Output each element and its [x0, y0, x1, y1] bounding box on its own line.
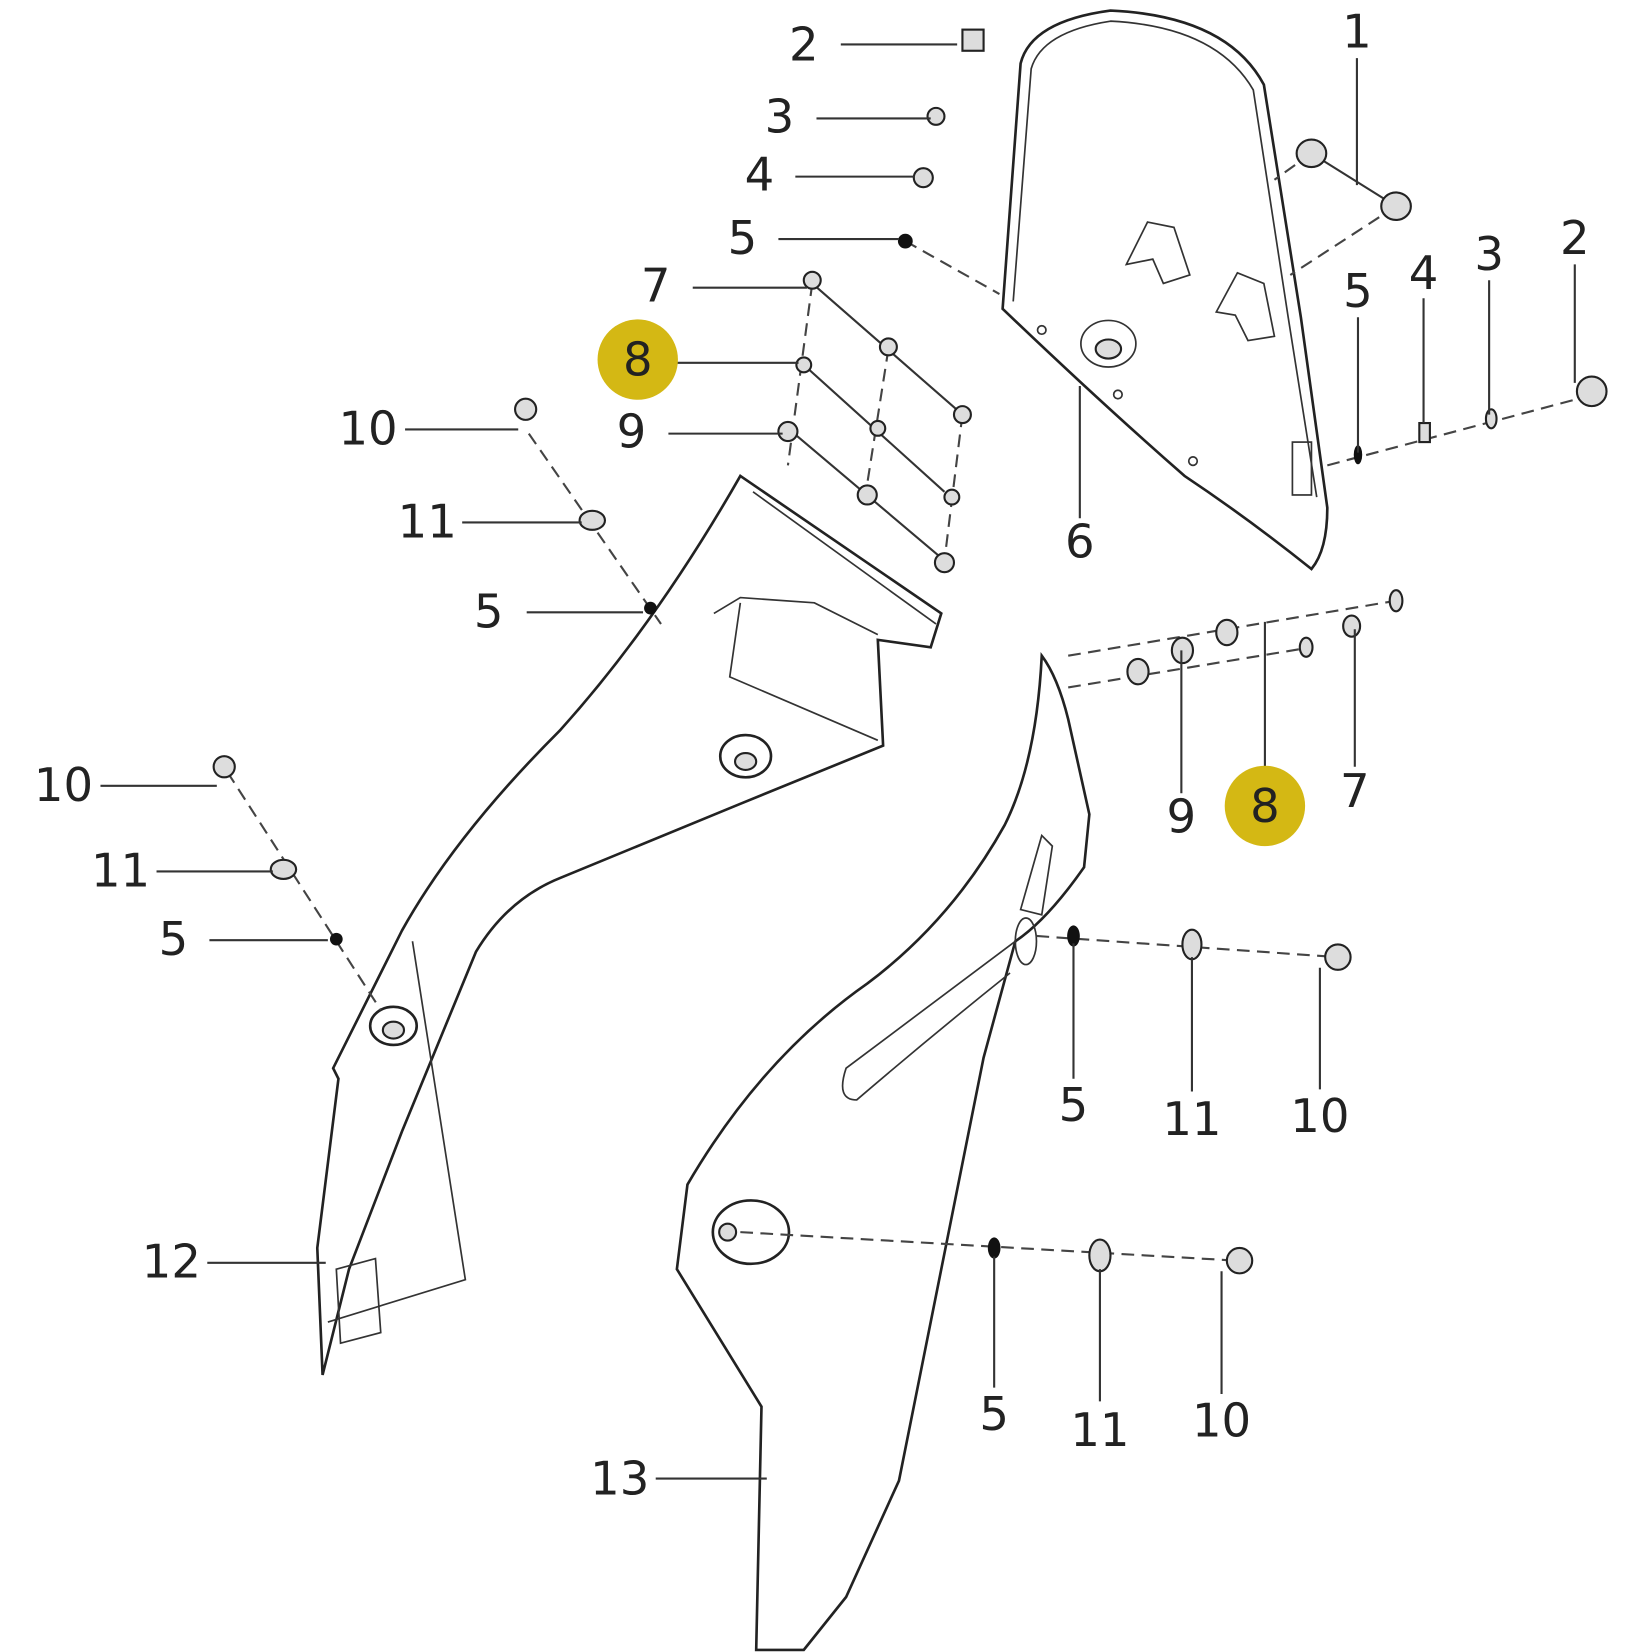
callout-10[interactable]: 10: [338, 401, 397, 455]
leader-lines: [100, 43, 1576, 1480]
highlight-marker: [597, 319, 678, 400]
callout-5[interactable]: 5: [1059, 1078, 1089, 1132]
callout-5[interactable]: 5: [979, 1387, 1009, 1441]
grommet-icon: [1295, 138, 1328, 169]
callout-7[interactable]: 7: [641, 259, 671, 313]
callout-6[interactable]: 6: [1065, 515, 1095, 569]
screw-icon: [961, 28, 985, 52]
callout-5[interactable]: 5: [159, 912, 189, 966]
callout-8-highlighted[interactable]: 8: [1250, 779, 1280, 833]
callout-2[interactable]: 2: [789, 17, 819, 71]
callout-3[interactable]: 3: [765, 89, 795, 143]
callout-8-highlighted[interactable]: 8: [623, 333, 653, 387]
callout-10[interactable]: 10: [1192, 1393, 1251, 1447]
left-side-panel-part[interactable]: [315, 474, 943, 1376]
callout-11[interactable]: 11: [1070, 1403, 1129, 1457]
callout-4[interactable]: 4: [1409, 246, 1439, 300]
callout-11[interactable]: 11: [1162, 1092, 1221, 1146]
callout-12[interactable]: 12: [142, 1235, 201, 1289]
callout-2[interactable]: 2: [1560, 211, 1590, 265]
callout-11[interactable]: 11: [398, 494, 457, 548]
callout-4[interactable]: 4: [745, 148, 775, 202]
callout-labels: 1 2 3 4 5 7 8 9 10 11 5 10 11 5 12 13 6 …: [34, 5, 1590, 1506]
highlight-marker: [1224, 765, 1306, 847]
callout-1[interactable]: 1: [1342, 5, 1372, 59]
callout-9[interactable]: 9: [617, 405, 647, 459]
callout-7[interactable]: 7: [1340, 764, 1370, 818]
right-side-panel-part[interactable]: [675, 652, 1091, 1652]
callout-10[interactable]: 10: [1290, 1089, 1349, 1143]
callout-5[interactable]: 5: [728, 211, 758, 265]
callout-5[interactable]: 5: [474, 584, 504, 638]
callout-3[interactable]: 3: [1474, 227, 1504, 281]
callout-13[interactable]: 13: [590, 1452, 649, 1506]
windscreen-part[interactable]: [1001, 9, 1329, 571]
callout-11[interactable]: 11: [91, 843, 150, 897]
callout-5[interactable]: 5: [1343, 264, 1373, 318]
callout-9[interactable]: 9: [1167, 789, 1197, 843]
callout-10[interactable]: 10: [34, 758, 93, 812]
grommet-icon: [1380, 191, 1412, 222]
